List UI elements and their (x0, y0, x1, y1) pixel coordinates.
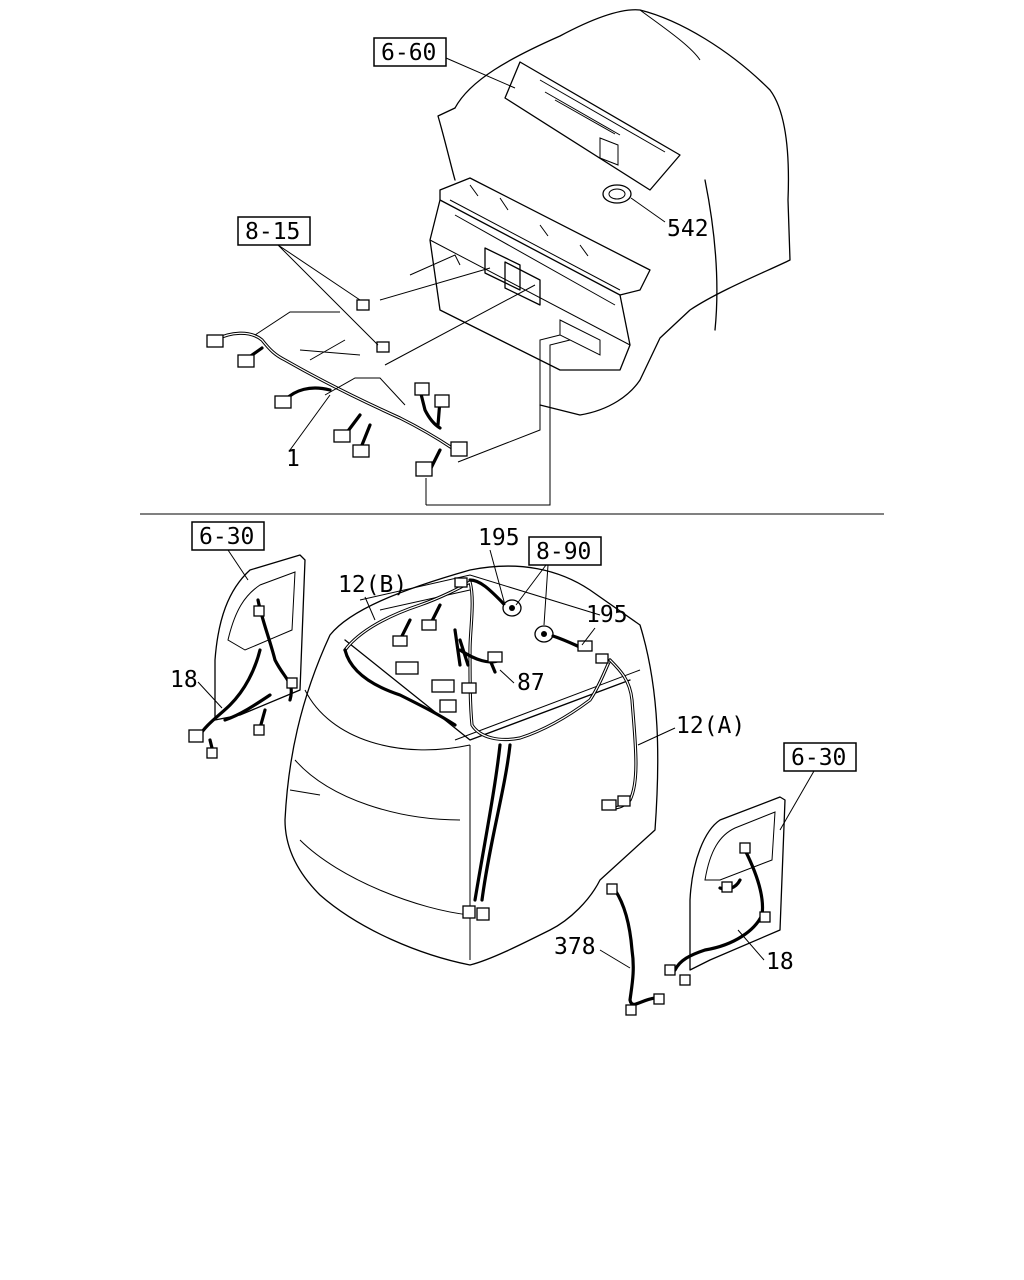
connector-icon (237, 354, 255, 368)
ref-6-30-left: 6-30 (199, 524, 254, 550)
connector-icon (476, 907, 490, 921)
connector-icon (617, 795, 631, 807)
left-door (188, 554, 306, 759)
label-18-left: 18 (170, 667, 198, 693)
harness-12b (343, 577, 612, 742)
ref-8-15: 8-15 (245, 219, 300, 245)
connector-icon (577, 640, 593, 652)
connector-icon (461, 682, 477, 694)
connector-icon (759, 911, 771, 923)
connector-icon (274, 395, 292, 409)
connector-icon (421, 619, 437, 631)
right-door (664, 796, 786, 986)
connector-icon (206, 334, 224, 348)
callout-6-60: 6-60 (373, 37, 516, 89)
connector-icon (595, 653, 609, 664)
label-12a: 12(A) (676, 713, 745, 739)
connector-icon (739, 842, 751, 854)
harness-12a (462, 658, 638, 921)
connector-icon (431, 679, 455, 693)
cab-rear-assembly (284, 565, 659, 966)
label-195-right: 195 (586, 602, 628, 628)
clip-icon (376, 341, 390, 353)
label-87: 87 (517, 670, 545, 696)
connector-icon (253, 605, 265, 617)
label-542: 542 (667, 216, 709, 242)
label-18-right: 18 (766, 949, 794, 975)
label-195-top: 195 (478, 525, 520, 551)
label-12b: 12(B) (338, 572, 407, 598)
connector-icon (392, 635, 408, 647)
ref-6-30-right: 6-30 (791, 745, 846, 771)
label-378: 378 (554, 934, 596, 960)
connector-icon (653, 993, 665, 1005)
connector-icon (462, 905, 476, 919)
cab-front-assembly (429, 9, 791, 416)
connector-icon (395, 661, 419, 675)
label-1: 1 (286, 446, 300, 472)
connector-icon (434, 394, 450, 408)
connector-icon (414, 382, 430, 396)
ref-8-90: 8-90 (536, 539, 591, 565)
connector-icon (679, 974, 691, 986)
connector-icon (625, 1004, 637, 1016)
callout-6-30-left: 6-30 (191, 521, 265, 581)
callout-8-90: 8-90 (515, 536, 602, 626)
connector-icon (454, 577, 468, 588)
connector-icon (606, 883, 618, 895)
connector-icon (439, 699, 457, 713)
callout-6-30-right: 6-30 (779, 742, 857, 831)
connector-icon (333, 429, 351, 443)
connector-icon (415, 461, 433, 477)
connector-icon (450, 441, 468, 457)
connector-icon (352, 444, 370, 458)
callout-8-15: 8-15 (237, 216, 379, 346)
connector-icon (721, 881, 733, 893)
connector-icon (253, 724, 265, 736)
ref-6-60: 6-60 (381, 40, 436, 66)
connector-icon (601, 799, 617, 811)
connector-icon (286, 677, 298, 689)
harness-378 (606, 883, 665, 1016)
connector-icon (487, 651, 503, 663)
connector-icon (188, 729, 204, 743)
connector-icon (664, 964, 676, 976)
clip-icon (356, 299, 370, 311)
connector-icon (206, 747, 218, 759)
harness-part-1 (206, 254, 571, 506)
